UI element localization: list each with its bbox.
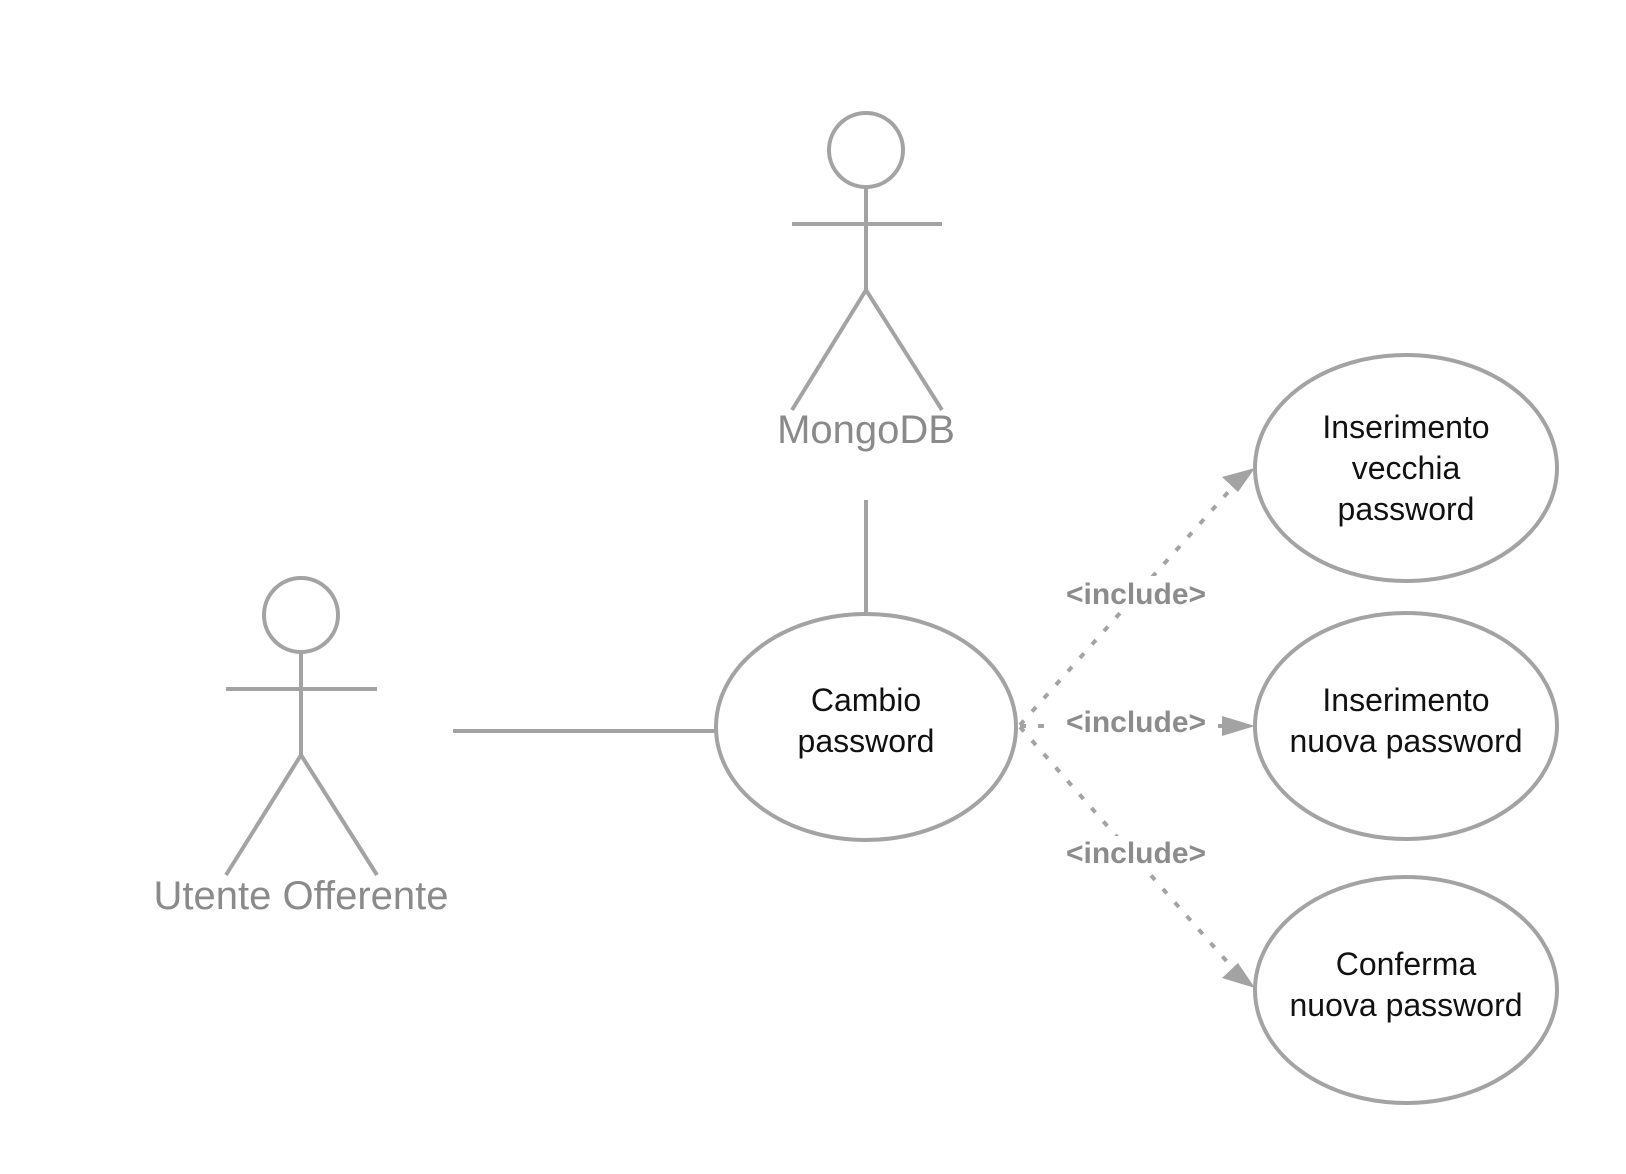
actor-mongodb-label: MongoDB — [777, 408, 955, 452]
usecase-inserimento-nuova-password[interactable]: Inserimento nuova password — [1253, 611, 1559, 841]
usecase-vecchia-label-line3: password — [1338, 491, 1475, 527]
include-label-bottom: <include> — [1066, 837, 1206, 870]
usecase-conferma-nuova-password[interactable]: Conferma nuova password — [1253, 875, 1559, 1105]
actor-utente-leg-right — [299, 753, 379, 877]
include-arrowhead-nuova — [1222, 716, 1255, 736]
usecase-conferma-label-line2: nuova password — [1289, 987, 1522, 1023]
include-arrowhead-conferma — [1222, 963, 1255, 988]
usecase-inserimento-vecchia-password[interactable]: Inserimento vecchia password — [1253, 353, 1559, 583]
usecase-vecchia-label-line1: Inserimento — [1322, 409, 1489, 445]
include-label-bg-top — [1055, 576, 1217, 612]
actor-utente-label: Utente Offerente — [154, 874, 449, 918]
include-arrowhead-vecchia — [1222, 468, 1255, 492]
actor-utente-head — [262, 576, 340, 654]
usecase-vecchia-ellipse — [1253, 353, 1559, 583]
include-label-bg-bottom — [1055, 836, 1217, 872]
include-label-top: <include> — [1066, 578, 1206, 611]
include-label-bg-mid — [1055, 704, 1217, 742]
usecase-cambio-label-line2: password — [798, 723, 935, 759]
usecase-cambio-ellipse — [714, 612, 1018, 842]
actor-mongodb-leg-right — [864, 288, 944, 412]
actor-mongodb-leg-left — [790, 288, 868, 412]
usecase-cambio-label-line1: Cambio — [811, 682, 921, 718]
usecase-nuova-label-line2: nuova password — [1289, 723, 1522, 759]
actor-mongodb-head — [827, 111, 905, 189]
usecase-nuova-label-line1: Inserimento — [1322, 682, 1489, 718]
usecase-conferma-ellipse — [1253, 875, 1559, 1105]
actor-utente-offerente[interactable]: Utente Offerente — [154, 576, 449, 918]
usecase-nuova-ellipse — [1253, 611, 1559, 841]
usecase-conferma-label-line1: Conferma — [1336, 946, 1477, 982]
usecase-cambio-password[interactable]: Cambio password — [714, 612, 1018, 842]
actor-mongodb[interactable]: MongoDB — [777, 111, 955, 452]
actor-utente-leg-left — [224, 753, 303, 877]
usecase-vecchia-label-line2: vecchia — [1352, 450, 1461, 486]
include-label-mid: <include> — [1066, 706, 1206, 739]
